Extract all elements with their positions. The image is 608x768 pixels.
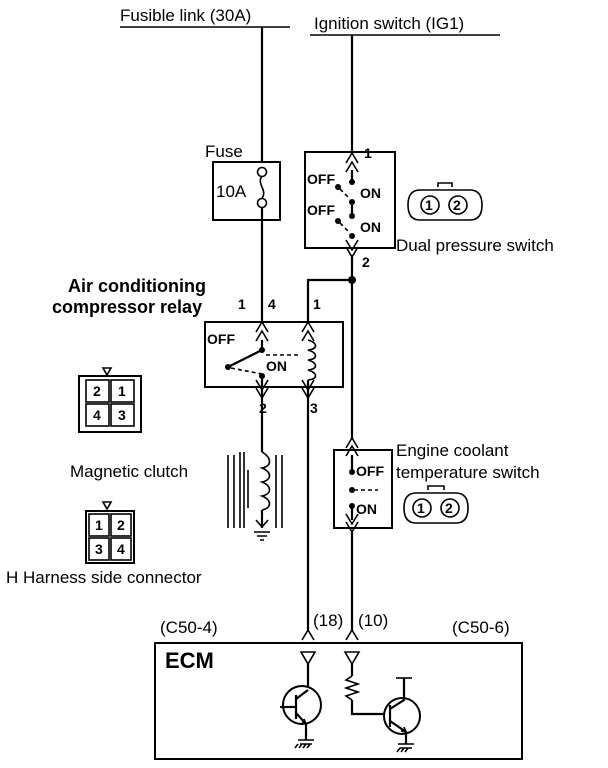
- coolant-label-line1: Engine coolant: [396, 441, 509, 460]
- dual-pressure-switch-label: Dual pressure switch: [396, 236, 554, 255]
- coolant-connector-icon: 1 2: [403, 485, 469, 524]
- dps-off-2: OFF: [307, 202, 335, 218]
- relay-connector-cell-1: 2: [93, 383, 101, 399]
- ecm-c50-6-label: (C50-6): [452, 618, 510, 637]
- dps-off-1: OFF: [307, 171, 335, 187]
- fuse-element: [259, 175, 265, 199]
- relay-connector-icon: 2 1 4 3: [78, 367, 142, 433]
- dps-connector-pin-1: 1: [425, 197, 433, 213]
- ecm-box: [154, 642, 523, 760]
- dps-arrow-bottom: [345, 239, 359, 252]
- relay-pin-1-left: 1: [238, 296, 246, 312]
- ecm-c50-4-label: (C50-4): [160, 618, 218, 637]
- coolant-off: OFF: [356, 463, 384, 479]
- relay-label-line2: compressor relay: [52, 297, 202, 317]
- relay-pin-4: 4: [268, 296, 276, 312]
- fusible-link-label: Fusible link (30A): [120, 6, 251, 25]
- relay-label-line1: Air conditioning: [68, 276, 206, 296]
- dps-pin-2: 2: [362, 254, 370, 270]
- fusible-link-label-group: Fusible link (30A): [120, 6, 290, 28]
- wire-junction-to-relay-coil: [306, 278, 352, 322]
- ecm-transistor-left: [280, 651, 322, 749]
- harness-connector-cell-2: 2: [117, 517, 125, 533]
- coolant-on: ON: [356, 501, 377, 517]
- dps-pin-1: 1: [364, 145, 372, 161]
- harness-connector-cell-4: 4: [117, 541, 125, 557]
- relay-pin-1-right: 1: [313, 296, 321, 312]
- coolant-switch-box: [333, 449, 393, 529]
- dps-connector-icon: 1 2: [407, 182, 483, 221]
- relay-connector-cell-3: 4: [93, 407, 101, 423]
- ecm-pin-10-label: (10): [358, 611, 388, 630]
- harness-connector-cell-3: 3: [95, 541, 103, 557]
- harness-connector-cell-1: 1: [95, 517, 103, 533]
- relay-coil: [307, 339, 317, 381]
- relay-on: ON: [266, 358, 287, 374]
- coolant-label-line2: temperature switch: [396, 463, 540, 482]
- dps-on-1: ON: [360, 185, 381, 201]
- relay-pin-3: 3: [310, 400, 318, 416]
- ecm-pin-18-label: (18): [313, 611, 343, 630]
- harness-connector-icon: 1 2 3 4: [85, 501, 135, 564]
- ignition-switch-label: Ignition switch (IG1): [314, 14, 464, 33]
- dps-connector-pin-2: 2: [453, 197, 461, 213]
- ecm-label: ECM: [165, 648, 214, 673]
- magnetic-clutch-symbol: [227, 451, 283, 541]
- harness-connector-label: H Harness side connector: [6, 568, 202, 587]
- fuse-box: [212, 161, 281, 221]
- ecm-transistor-right: [343, 651, 421, 753]
- dps-arrow-top: [345, 151, 359, 164]
- fuse-rating: 10A: [216, 182, 247, 201]
- fuse-terminal-bottom: [256, 197, 268, 209]
- magnetic-clutch-label: Magnetic clutch: [70, 462, 188, 481]
- fuse-terminal-top: [256, 166, 268, 178]
- relay-off: OFF: [207, 331, 235, 347]
- dps-on-2: ON: [360, 219, 381, 235]
- relay-contact-arm: [229, 349, 263, 367]
- relay-connector-cell-2: 1: [118, 383, 126, 399]
- coolant-connector-pin-2: 2: [445, 500, 453, 516]
- ignition-switch-label-group: Ignition switch (IG1): [310, 14, 500, 36]
- fuse-label: Fuse: [205, 142, 243, 161]
- relay-connector-cell-4: 3: [118, 407, 126, 423]
- coolant-connector-pin-1: 1: [417, 500, 425, 516]
